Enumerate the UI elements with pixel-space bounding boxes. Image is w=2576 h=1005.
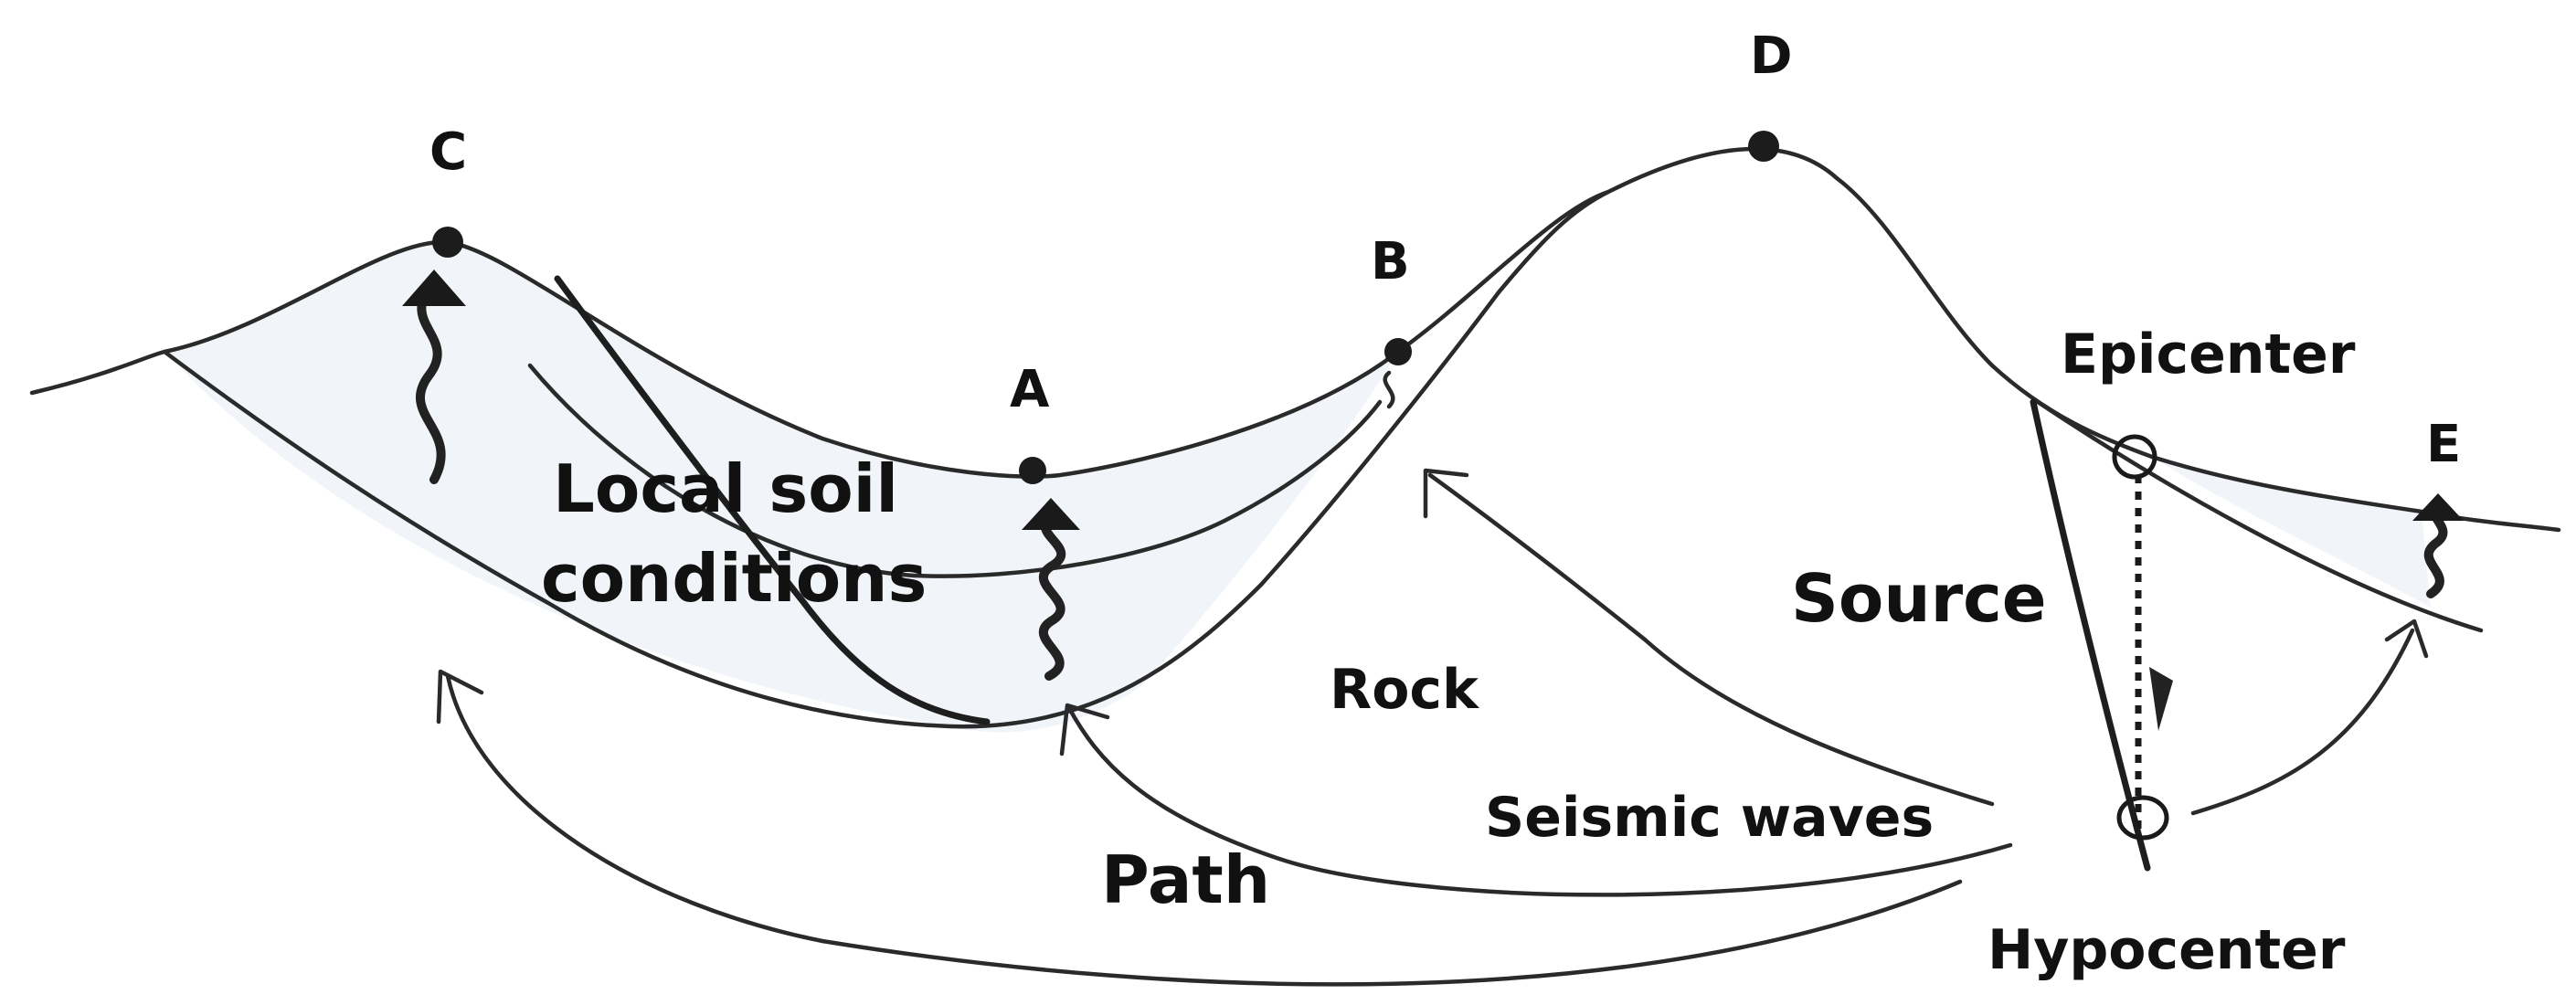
path-label: Path	[1101, 841, 1270, 918]
hypocenter-label: Hypocenter	[1988, 918, 2346, 982]
site-a-dot	[1019, 457, 1046, 484]
source-label: Source	[1791, 560, 2047, 637]
point-d-label: D	[1750, 26, 1792, 86]
point-c-label: C	[429, 122, 467, 182]
soil-basin-fill-right	[2152, 457, 2431, 608]
local-soil-label-line2: conditions	[541, 540, 927, 617]
point-b-label: B	[1371, 232, 1410, 291]
wave-path-to-site-a	[1066, 705, 2013, 897]
wave-arrowhead-c-icon	[436, 669, 484, 725]
seismic-waves-label: Seismic waves	[1485, 786, 1934, 850]
site-c-wave-arrow	[415, 283, 446, 484]
dotted-line-arrow-icon	[2149, 667, 2173, 731]
soil-internal-layer-line	[527, 363, 1383, 578]
site-c-dot	[432, 227, 463, 258]
basin-boundary-line	[554, 275, 991, 725]
fault-line	[2030, 398, 2151, 872]
rock-label: Rock	[1330, 658, 1480, 722]
soil-rock-interface-line	[162, 189, 1611, 729]
site-a-wave-arrow	[1038, 512, 1066, 681]
hypocenter-circle	[2116, 795, 2169, 841]
right-basin-bottom-line	[2035, 399, 2484, 633]
wave-arrowhead-e-icon	[2384, 619, 2429, 659]
wave-path-to-site-c	[445, 673, 1963, 987]
site-c-arrowhead-icon	[402, 270, 466, 306]
local-soil-label-line1: Local soil	[553, 450, 898, 527]
wave-path-to-site-b	[1427, 472, 1995, 807]
wave-arrowhead-a-icon	[1059, 703, 1110, 756]
site-b-wave-arrow	[1383, 370, 1395, 409]
soil-basin-fill-left	[164, 241, 1398, 733]
point-e-label: E	[2426, 415, 2461, 474]
site-e-arrowhead-icon	[2412, 493, 2464, 521]
site-b-dot	[1384, 338, 1412, 365]
site-d-dot	[1748, 131, 1779, 162]
site-a-arrowhead-icon	[1022, 498, 1080, 530]
wave-arrowhead-b-icon	[1423, 468, 1469, 519]
epicenter-circle	[2112, 434, 2157, 480]
epicenter-label: Epicenter	[2061, 323, 2356, 386]
wave-path-to-site-e	[2190, 628, 2415, 816]
point-a-label: A	[1010, 360, 1050, 419]
